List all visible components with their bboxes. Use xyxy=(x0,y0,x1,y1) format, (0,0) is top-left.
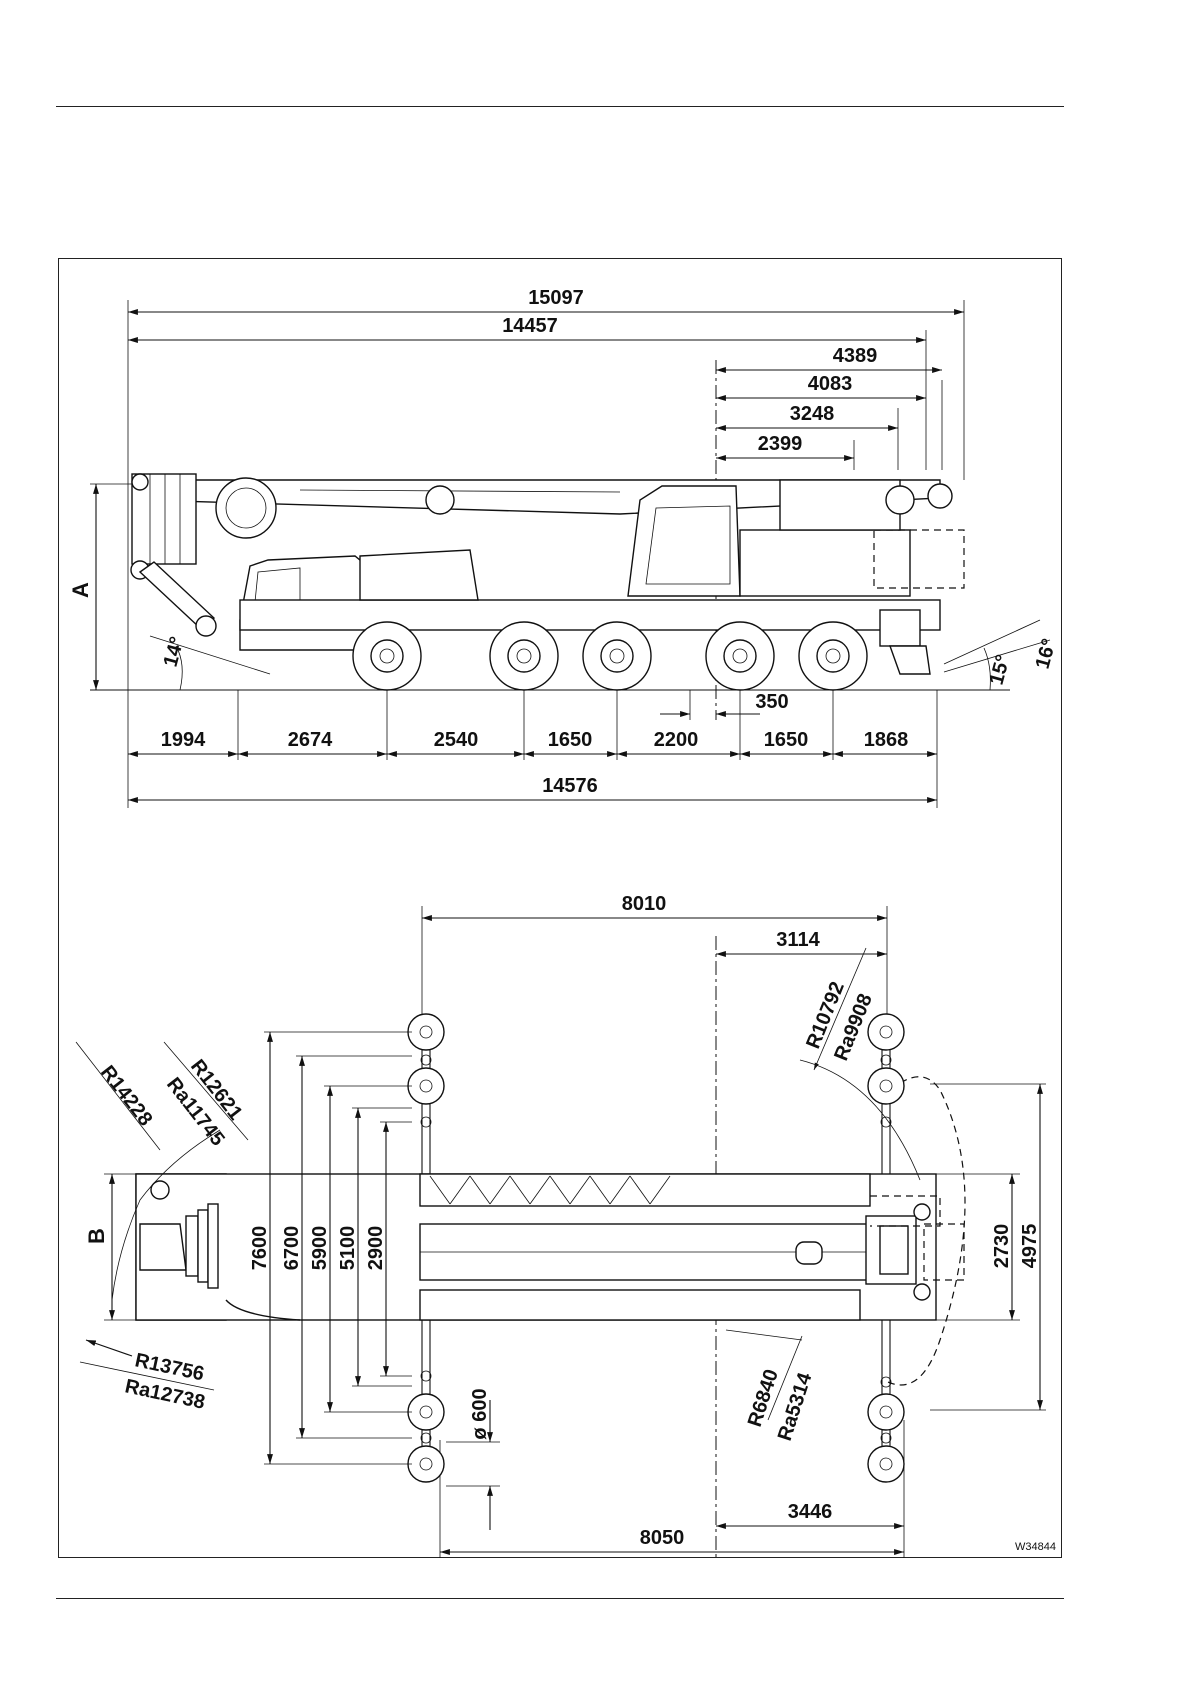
dim-3446: 3446 xyxy=(788,1501,833,1523)
radius-R14228: R14228 xyxy=(96,1062,156,1131)
dim-3248: 3248 xyxy=(790,403,835,425)
dim-1650-b: 1650 xyxy=(764,729,809,751)
height-label-A: A xyxy=(68,582,93,598)
angle-rear-16: 16° xyxy=(1032,636,1061,671)
dim-2540: 2540 xyxy=(434,729,479,751)
top-view: 8010 3114 xyxy=(76,893,1046,1560)
dim-width-4975: 4975 xyxy=(1019,1224,1041,1269)
dim-1650-a: 1650 xyxy=(548,729,593,751)
dim-width-5100: 5100 xyxy=(337,1226,359,1271)
wheels xyxy=(353,622,867,690)
dim-2674: 2674 xyxy=(288,729,333,751)
dim-width-6700: 6700 xyxy=(281,1226,303,1271)
dim-8010: 8010 xyxy=(622,893,667,915)
dim-2200: 2200 xyxy=(654,729,699,751)
dim-14457: 14457 xyxy=(502,315,558,337)
width-label-B: B xyxy=(84,1228,109,1244)
dim-width-7600: 7600 xyxy=(249,1226,271,1271)
dim-1994: 1994 xyxy=(161,729,206,751)
dim-width-5900: 5900 xyxy=(309,1226,331,1271)
dim-overall-15097: 15097 xyxy=(528,287,584,309)
dim-1868: 1868 xyxy=(864,729,909,751)
dim-2399: 2399 xyxy=(758,433,803,455)
side-view: 15097 14457 4389 4083 3248 2399 A xyxy=(68,287,1061,808)
dim-4083: 4083 xyxy=(808,373,853,395)
angle-front-14: 14° xyxy=(160,634,189,669)
dim-width-2900: 2900 xyxy=(365,1226,387,1271)
dim-width-2730: 2730 xyxy=(991,1224,1013,1269)
dim-offset-350: 350 xyxy=(755,691,788,713)
drawing-code: W34844 xyxy=(1015,1541,1056,1553)
dim-4389: 4389 xyxy=(833,345,878,367)
dim-3114: 3114 xyxy=(776,929,820,951)
dim-pad-600: ø 600 xyxy=(469,1388,491,1439)
dim-overall-14576: 14576 xyxy=(542,775,598,797)
angle-rear-15: 15° xyxy=(986,652,1015,687)
dim-8050: 8050 xyxy=(640,1527,685,1549)
